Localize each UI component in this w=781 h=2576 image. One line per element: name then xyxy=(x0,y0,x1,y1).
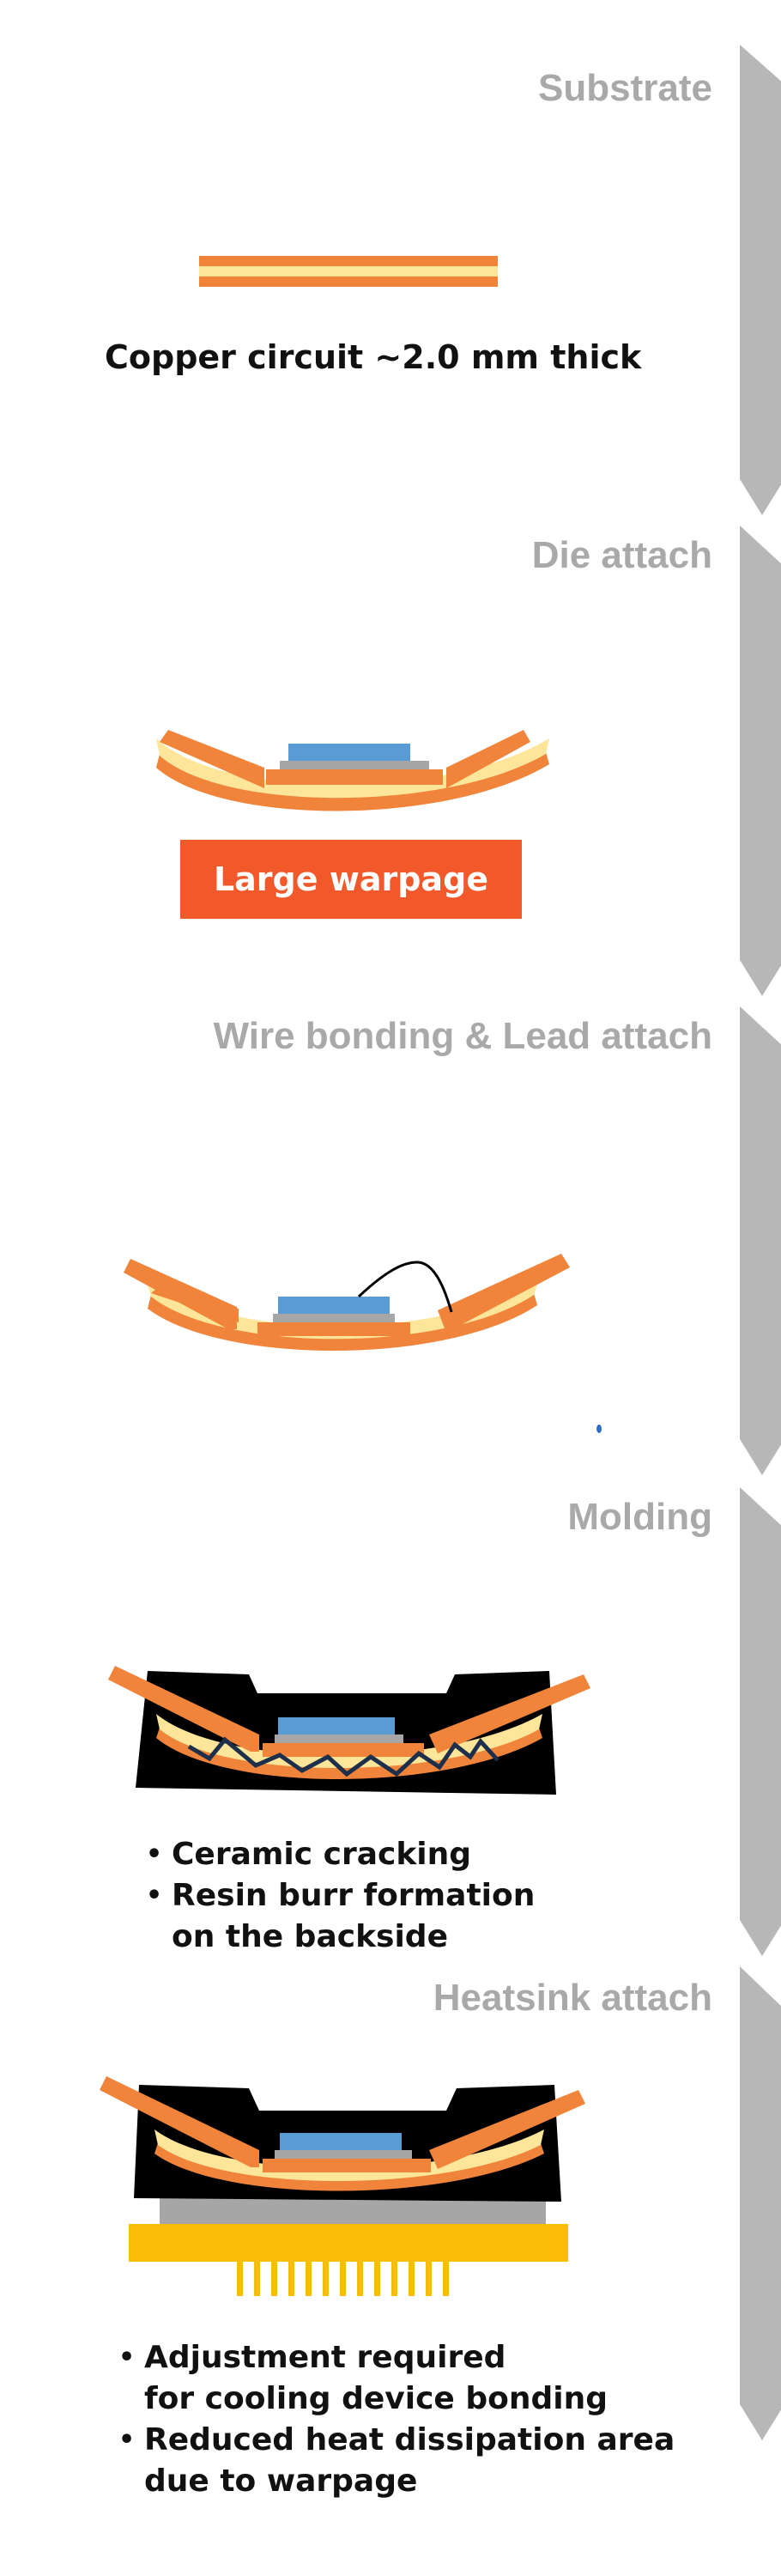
die-attach-illustration xyxy=(156,730,549,811)
substrate-caption: Copper circuit ~2.0 mm thick xyxy=(105,338,642,376)
solder-layer xyxy=(273,1314,395,1322)
bonding-wire xyxy=(357,1261,453,1313)
wire-bonding-illustration xyxy=(124,1254,602,1433)
semiconductor-die xyxy=(288,744,410,761)
ceramic-layer xyxy=(199,266,498,276)
thermal-interface-plate xyxy=(160,2196,546,2224)
step-title-heatsink-attach: Heatsink attach xyxy=(433,1977,712,2019)
warped-copper-bottom xyxy=(148,1293,537,1352)
semiconductor-die xyxy=(278,1717,395,1735)
copper-circuit-right-wing xyxy=(446,730,530,788)
copper-layer-bottom xyxy=(199,276,498,287)
warped-copper-bottom xyxy=(156,1728,542,1779)
copper-circuit-left-wing xyxy=(160,730,264,788)
warped-copper-bottom xyxy=(156,752,549,811)
stray-mark xyxy=(596,1425,602,1433)
heatsink-issue-adjustment-required: Adjustment required for cooling device b… xyxy=(118,2337,675,2420)
copper-circuit-center xyxy=(266,769,443,785)
step-title-molding: Molding xyxy=(567,1496,712,1538)
molding-issue-resin-burr: Resin burr formation on the backside xyxy=(146,1875,535,1958)
warped-ceramic xyxy=(146,1279,539,1340)
copper-circuit-center xyxy=(257,1322,410,1336)
semiconductor-die xyxy=(280,2133,402,2150)
lead-frame-left xyxy=(108,1666,259,1752)
arrow-segment-2 xyxy=(740,526,781,996)
arrow-segment-1 xyxy=(740,45,781,515)
heatsink-attach-illustration xyxy=(100,2076,585,2296)
molding-issues-list: Ceramic cracking Resin burr formation on… xyxy=(146,1834,535,1958)
step-title-wire-bonding: Wire bonding & Lead attach xyxy=(213,1015,712,1057)
copper-circuit-center xyxy=(263,2159,431,2172)
molding-illustration xyxy=(108,1666,590,1795)
copper-circuit-left xyxy=(151,1285,239,1322)
step-title-die-attach: Die attach xyxy=(531,534,712,576)
warped-ceramic xyxy=(154,2129,544,2181)
arrow-segment-4 xyxy=(740,1487,781,1956)
ceramic-crack xyxy=(187,1736,499,1777)
copper-layer-top xyxy=(199,256,498,266)
arrow-segment-3 xyxy=(740,1006,781,1475)
large-warpage-badge: Large warpage xyxy=(180,840,522,919)
solder-layer xyxy=(275,1735,403,1743)
solder-layer xyxy=(275,2150,412,2159)
lead-frame-right xyxy=(429,2090,585,2169)
semiconductor-die xyxy=(278,1297,390,1314)
molding-issue-ceramic-cracking: Ceramic cracking xyxy=(146,1834,535,1875)
lead-frame-left xyxy=(100,2076,259,2167)
heatsink-base xyxy=(129,2224,568,2262)
copper-circuit-center xyxy=(263,1743,424,1757)
heatsink-issues-list: Adjustment required for cooling device b… xyxy=(118,2337,675,2502)
heatsink-issue-reduced-dissipation: Reduced heat dissipation area due to war… xyxy=(118,2420,675,2502)
solder-layer xyxy=(280,761,429,769)
lead-frame-right xyxy=(429,1674,590,1753)
substrate-illustration xyxy=(199,256,498,287)
arrow-segment-5 xyxy=(740,1966,781,2440)
lead-frame-right xyxy=(438,1254,570,1333)
heatsink-fins xyxy=(237,2262,449,2296)
warped-copper-bottom xyxy=(154,2143,544,2191)
step-title-substrate: Substrate xyxy=(538,67,712,109)
